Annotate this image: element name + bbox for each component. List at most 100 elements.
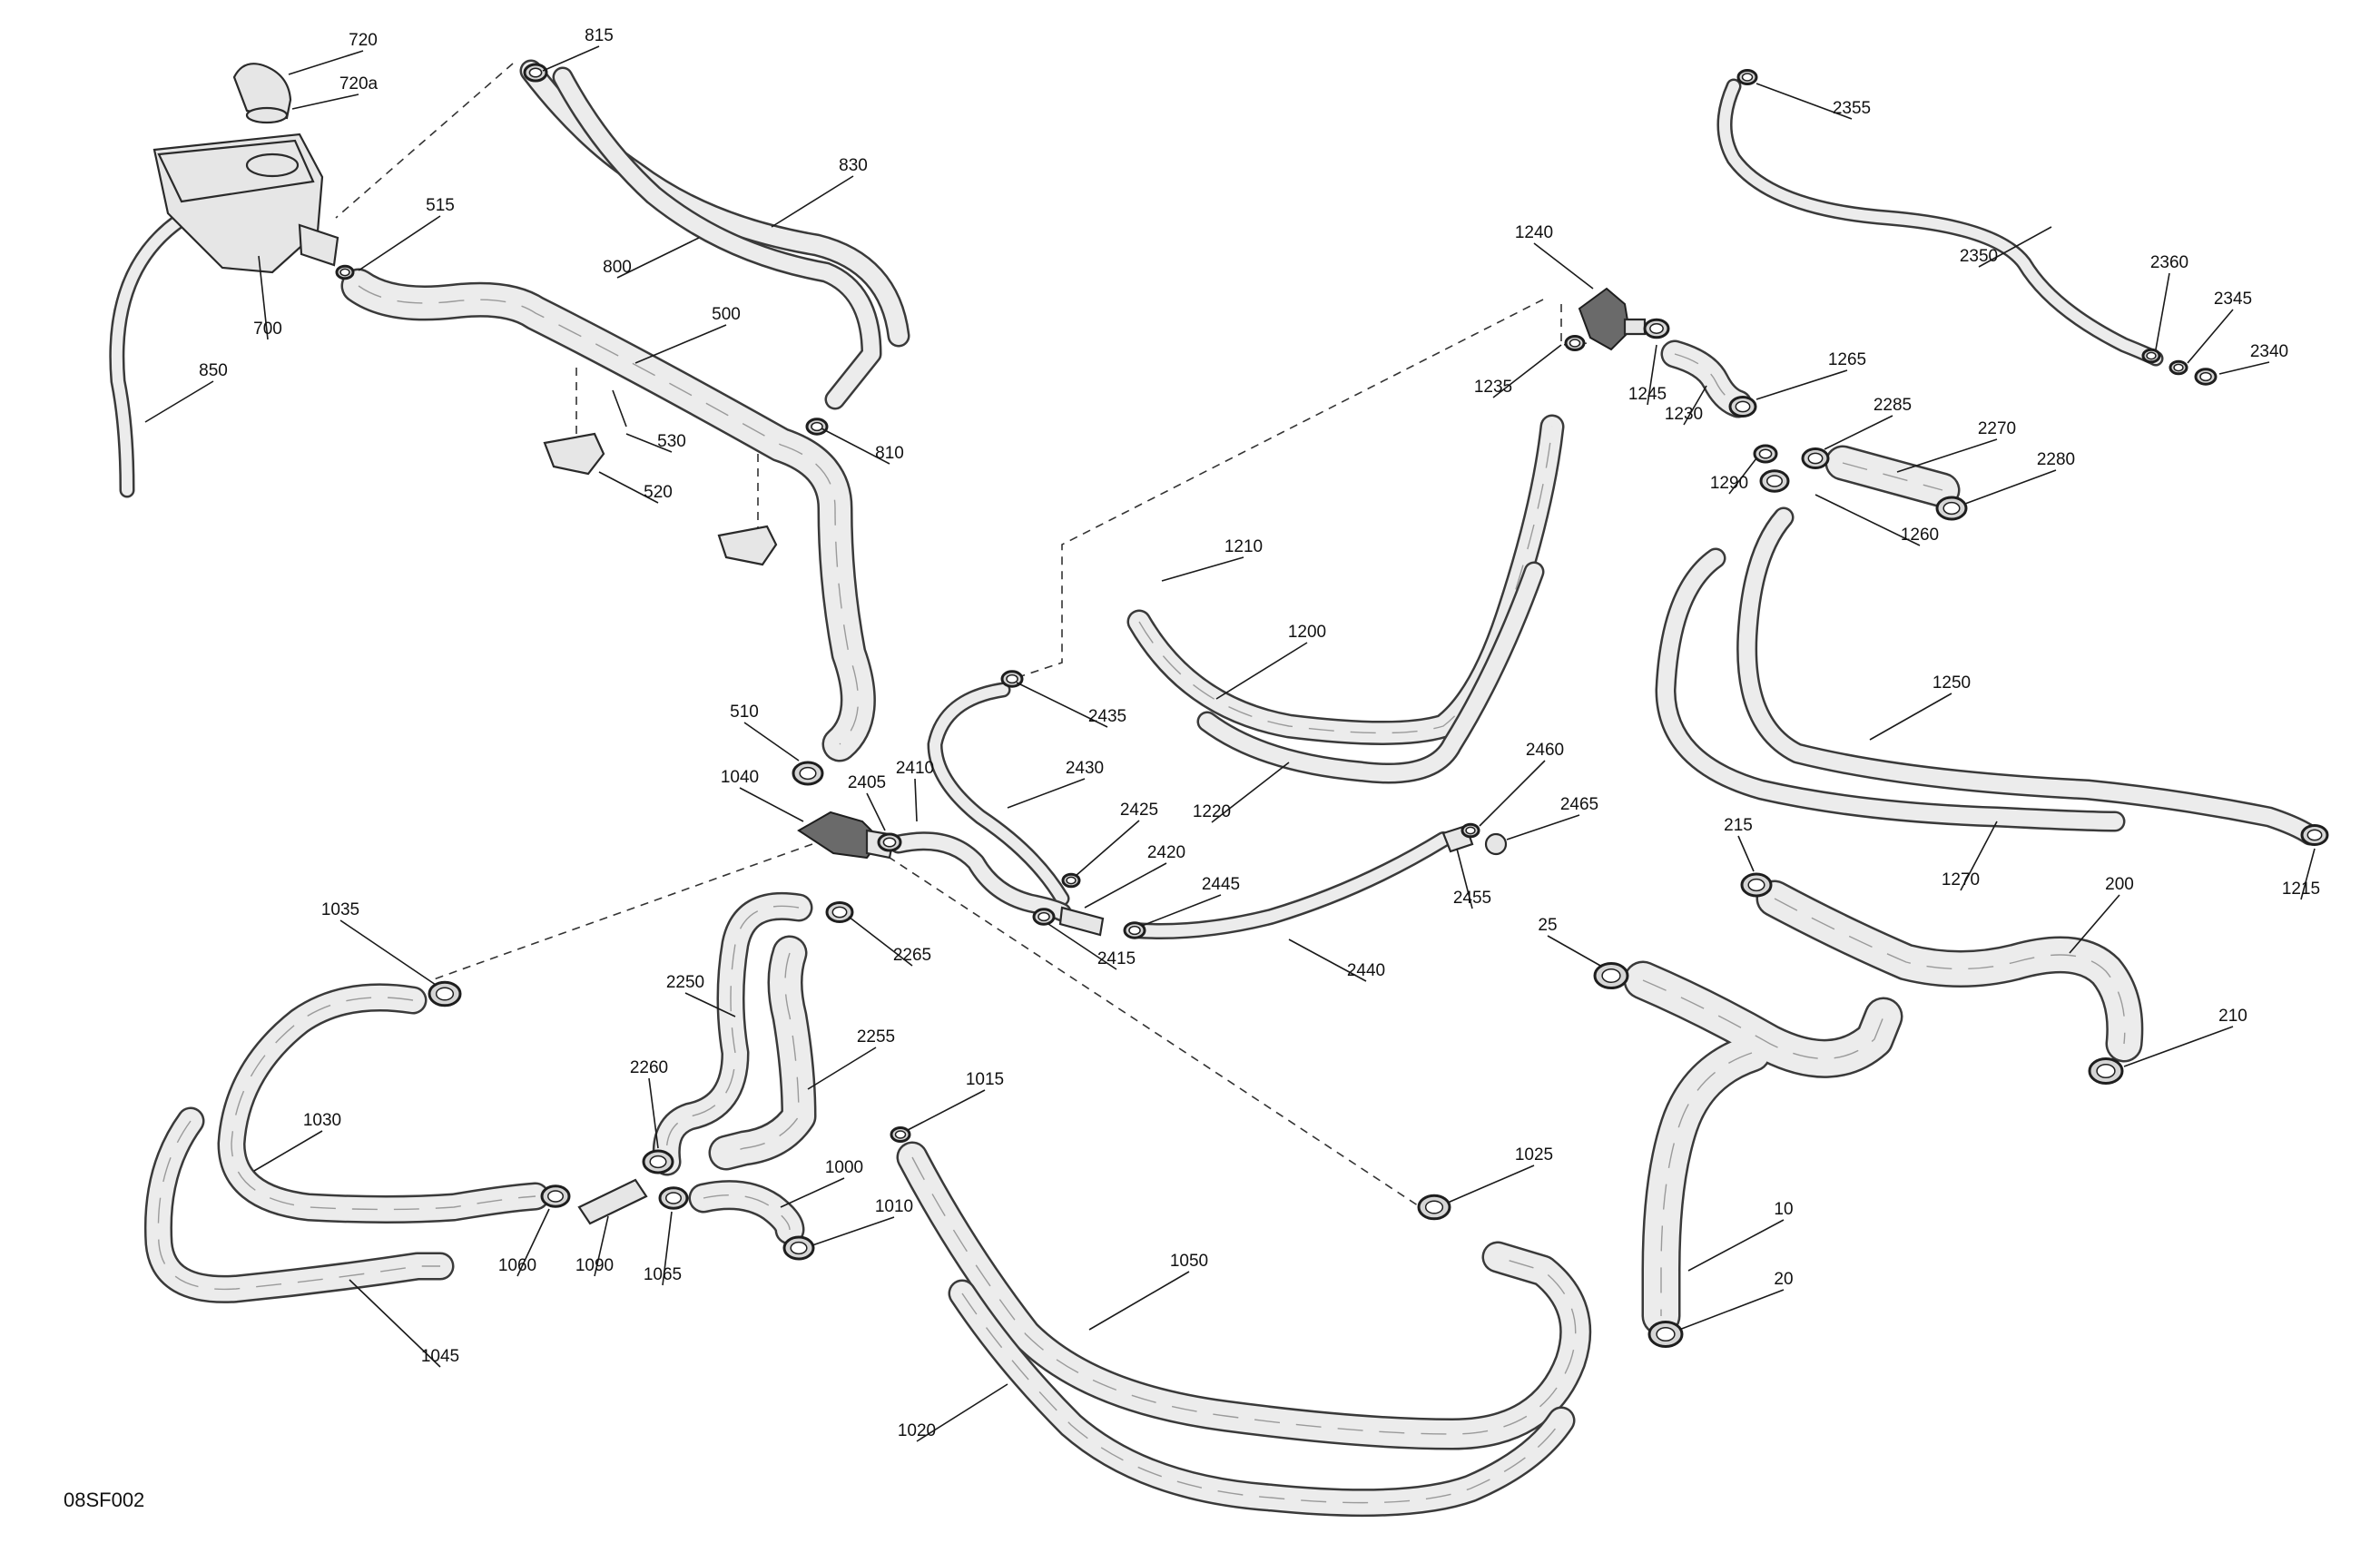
- leader-1260: [1815, 494, 1921, 546]
- callout-2430: 2430: [1066, 759, 1104, 778]
- callout-2355: 2355: [1833, 99, 1871, 118]
- hose-1000: [688, 1180, 805, 1245]
- clamp-2280: [1935, 496, 1968, 521]
- assembly-reference-lines: [335, 63, 1589, 1217]
- leader-215: [1737, 835, 1755, 872]
- leader-2425: [1075, 820, 1140, 877]
- clamp-2415: [1032, 908, 1056, 926]
- callout-1040: 1040: [721, 768, 759, 787]
- leader-2465: [1506, 814, 1580, 840]
- clamp-1260: [1759, 469, 1790, 493]
- clamp-810: [805, 418, 829, 436]
- hose-1270: [1655, 547, 2126, 832]
- callout-830: 830: [839, 156, 868, 175]
- callout-2255: 2255: [857, 1027, 895, 1047]
- callout-815: 815: [585, 26, 614, 45]
- callout-1200: 1200: [1288, 623, 1326, 642]
- leader-1030: [253, 1130, 323, 1172]
- hose-2350: [1716, 78, 2164, 367]
- reference-line-1: [335, 63, 514, 219]
- leader-1215: [2300, 848, 2316, 900]
- clamp-20: [1647, 1321, 1684, 1348]
- reservoir-cap: [232, 63, 292, 124]
- callout-2260: 2260: [630, 1058, 668, 1077]
- components: [152, 63, 1647, 1225]
- leader-2410: [914, 778, 918, 822]
- leader-2445: [1141, 894, 1222, 927]
- callout-500: 500: [712, 305, 741, 324]
- leader-25: [1547, 935, 1603, 968]
- callout-2440: 2440: [1347, 961, 1385, 980]
- callout-10: 10: [1774, 1200, 1793, 1219]
- hose-1050: [896, 1141, 1592, 1450]
- clamp-210: [2088, 1057, 2124, 1085]
- clamp-510: [792, 761, 824, 786]
- callout-1250: 1250: [1933, 673, 1971, 693]
- leader-1045: [349, 1279, 441, 1368]
- clamp-1265: [1728, 396, 1757, 418]
- hose-2270: [1824, 445, 1961, 508]
- figure-code: 08SF002: [64, 1489, 145, 1511]
- leader-1265: [1755, 369, 1848, 400]
- callout-850: 850: [199, 361, 228, 380]
- callout-530: 530: [657, 432, 686, 451]
- leader-2435: [1016, 682, 1108, 728]
- leader-1015: [907, 1089, 986, 1131]
- callout-720a: 720a: [339, 74, 379, 93]
- coolant-reservoir: [152, 133, 339, 274]
- fitting-2465: [1484, 832, 1508, 856]
- leader-815: [542, 45, 600, 72]
- callout-1215: 1215: [2282, 880, 2320, 899]
- leader-850: [144, 380, 214, 423]
- clamp-1060: [540, 1184, 571, 1208]
- hose-1230: [1660, 339, 1753, 418]
- leader-720a: [291, 93, 359, 110]
- hose-10: [1623, 960, 1903, 1336]
- leader-2255: [807, 1047, 877, 1090]
- callout-2410: 2410: [896, 759, 934, 778]
- leader-1200: [1215, 642, 1308, 700]
- leader-1270: [1960, 821, 1998, 891]
- callout-2250: 2250: [666, 973, 704, 992]
- callout-2425: 2425: [1120, 801, 1158, 820]
- callout-1220: 1220: [1193, 802, 1231, 821]
- leader-20: [1678, 1289, 1785, 1331]
- leader-1240: [1533, 242, 1594, 290]
- callout-2435: 2435: [1088, 707, 1126, 726]
- clamp-1290: [1753, 444, 1778, 464]
- callout-2345: 2345: [2214, 290, 2252, 309]
- leader-510: [743, 722, 800, 762]
- leader-1025: [1447, 1165, 1535, 1204]
- leader-1035: [339, 919, 437, 986]
- hose-2250: [652, 891, 813, 1176]
- leader-2250: [684, 992, 736, 1017]
- clamp-2445: [1123, 921, 1146, 939]
- callout-1090: 1090: [575, 1256, 614, 1275]
- leader-2360: [2155, 272, 2170, 350]
- leader-800: [616, 237, 700, 279]
- callout-1035: 1035: [321, 900, 359, 919]
- callout-2265: 2265: [893, 946, 931, 965]
- callout-2460: 2460: [1526, 741, 1564, 760]
- leader-1220: [1211, 762, 1290, 823]
- leader-2340: [2218, 361, 2270, 375]
- leader-1050: [1088, 1271, 1190, 1331]
- leader-1230: [1683, 385, 1707, 426]
- leader-2440: [1288, 939, 1367, 982]
- callout-25: 25: [1538, 916, 1557, 935]
- clamp-815: [523, 63, 548, 83]
- callout-1020: 1020: [898, 1421, 936, 1440]
- leader-530: [625, 433, 673, 453]
- leader-1090: [594, 1215, 609, 1277]
- clamp-515: [335, 264, 355, 280]
- hose-2410: [889, 831, 1072, 922]
- callout-510: 510: [730, 703, 759, 722]
- clamp-2460: [1460, 822, 1480, 839]
- callout-720: 720: [349, 31, 378, 50]
- callout-1210: 1210: [1224, 537, 1263, 556]
- leader-2430: [1007, 778, 1086, 809]
- callout-810: 810: [875, 444, 904, 463]
- callout-1030: 1030: [303, 1111, 341, 1130]
- clamp-2260: [642, 1149, 674, 1174]
- leader-720: [288, 50, 364, 75]
